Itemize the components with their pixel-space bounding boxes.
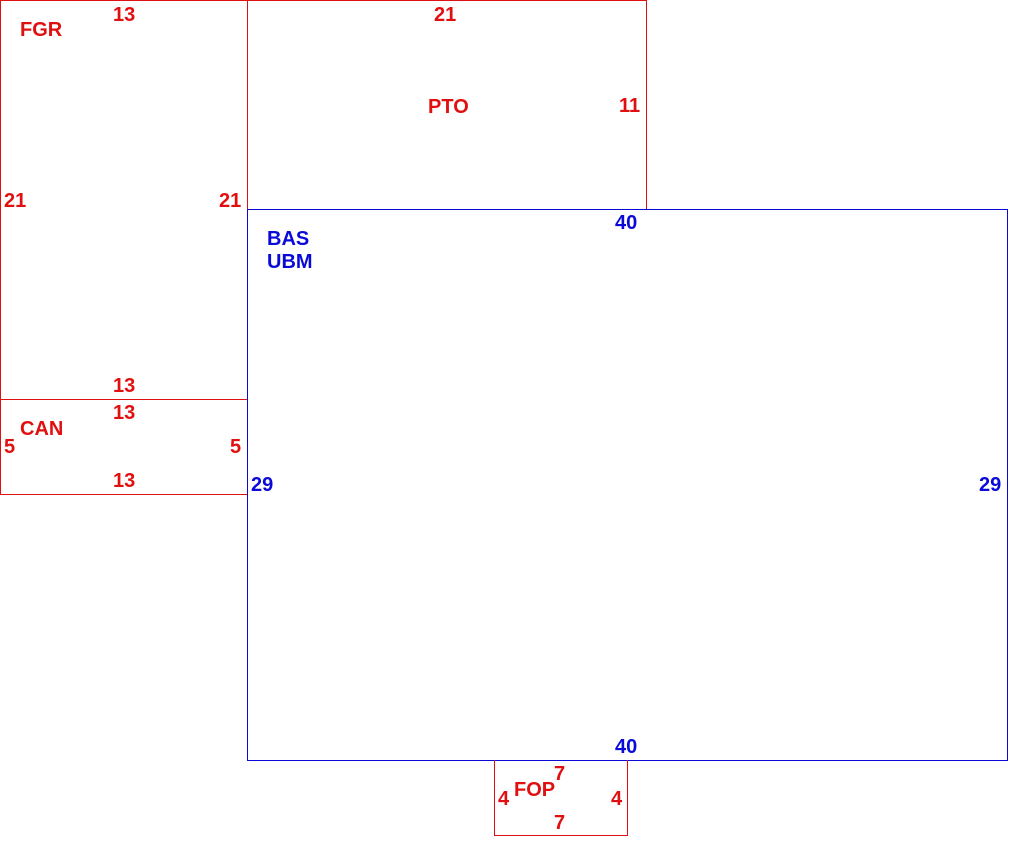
bas-bottom-dimension: 40 xyxy=(615,736,638,758)
ubm-area-code: UBM xyxy=(267,251,313,273)
can-area-code: CAN xyxy=(20,418,64,440)
fop-right-dimension: 4 xyxy=(611,788,623,810)
bas-area-code: BAS xyxy=(267,228,310,250)
fgr-area-code: FGR xyxy=(20,19,63,41)
fop-area-code: FOP xyxy=(514,779,556,801)
can-top-dimension: 13 xyxy=(113,402,136,424)
fgr-left-dimension: 21 xyxy=(4,190,27,212)
pto-right-dimension: 11 xyxy=(619,95,641,117)
bas-top-dimension: 40 xyxy=(615,212,638,234)
fop-bottom-dimension: 7 xyxy=(554,812,566,834)
pto-top-dimension: 21 xyxy=(434,4,457,26)
fgr-right-dimension: 21 xyxy=(219,190,242,212)
fgr-area-outline xyxy=(0,0,248,400)
bas-area-outline xyxy=(247,209,1008,761)
fgr-bottom-dimension: 13 xyxy=(113,375,136,397)
fop-top-dimension: 7 xyxy=(554,763,566,785)
bas-left-dimension: 29 xyxy=(251,474,274,496)
pto-area-outline xyxy=(247,0,647,210)
fop-left-dimension: 4 xyxy=(498,788,510,810)
can-right-dimension: 5 xyxy=(230,436,242,458)
fop-area-outline xyxy=(494,760,628,836)
can-bottom-dimension: 13 xyxy=(113,470,136,492)
can-left-dimension: 5 xyxy=(4,436,16,458)
pto-area-code: PTO xyxy=(428,96,469,118)
bas-right-dimension: 29 xyxy=(979,474,1002,496)
fgr-top-dimension: 13 xyxy=(113,4,136,26)
